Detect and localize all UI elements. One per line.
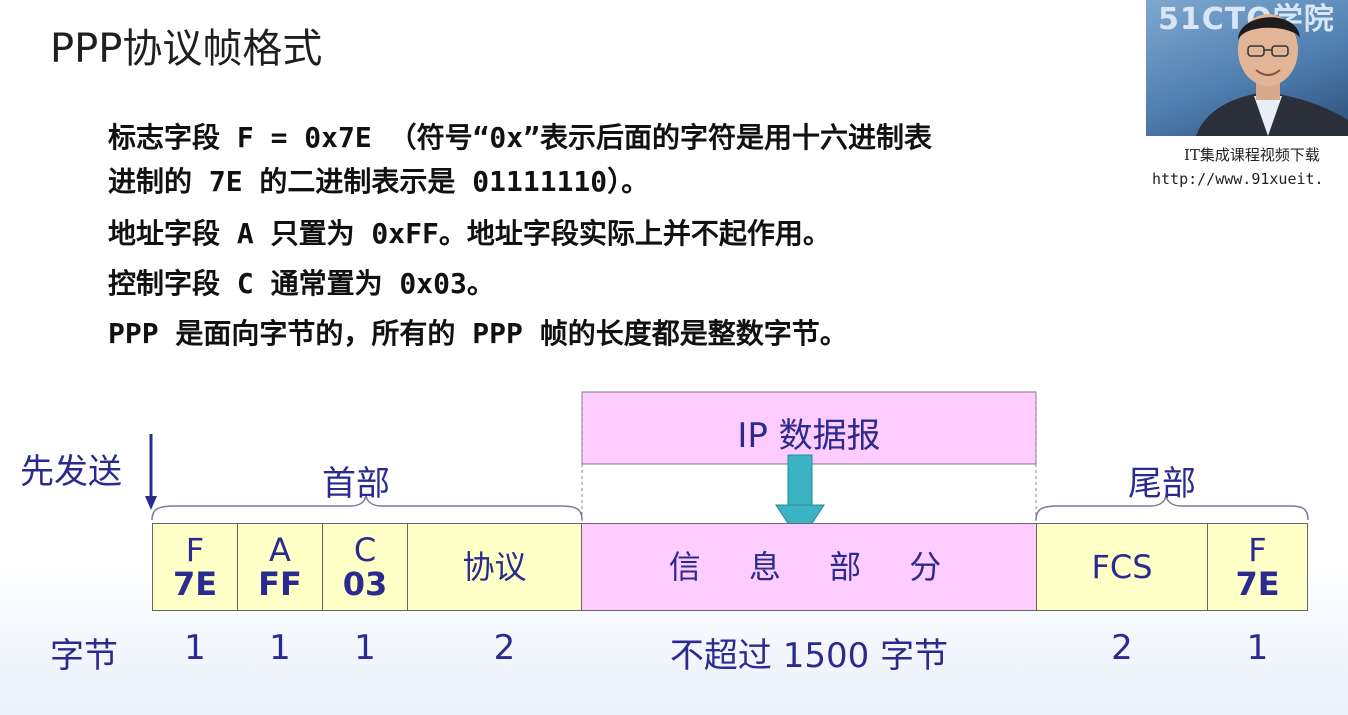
down-arrow-shaft	[787, 454, 813, 508]
field-name: 协议	[462, 548, 527, 586]
field-name: F	[185, 531, 205, 569]
header-brace	[151, 493, 583, 521]
field-fcs: FCS	[1036, 523, 1208, 611]
byte-count-information: 不超过 1500 字节	[669, 636, 949, 676]
bytes-row-label: 字节	[50, 636, 118, 676]
trailer-brace	[1035, 493, 1309, 521]
send-first-arrow-head	[145, 496, 157, 510]
presenter-image	[1196, 14, 1348, 136]
field-protocol: 协议	[407, 523, 582, 611]
byte-count-protocol: 2	[493, 628, 516, 668]
bullet-address-field: 地址字段 A 只置为 0xFF。地址字段实际上并不起作用。	[108, 217, 831, 250]
field-flag-end: F 7E	[1207, 523, 1308, 611]
send-first-label: 先发送	[20, 452, 122, 492]
byte-count-address: 1	[269, 628, 291, 668]
field-name: 信 息 部 分	[668, 548, 950, 586]
bullet-control-field: 控制字段 C 通常置为 0x03。	[108, 267, 495, 300]
field-flag-start: F 7E	[152, 523, 238, 611]
bullet-flag-field-line1: 标志字段 F = 0x7E （符号“0x”表示后面的字符是用十六进制表	[108, 121, 933, 154]
byte-count-fcs: 2	[1111, 628, 1133, 668]
field-name: A	[269, 531, 291, 569]
webcam-video: 51CTO学院	[1146, 0, 1348, 136]
field-name: F	[1248, 531, 1267, 569]
trailer-label: 尾部	[1128, 464, 1196, 504]
header-label: 首部	[322, 464, 390, 504]
field-value: FF	[258, 565, 302, 603]
bullet-byte-oriented: PPP 是面向字节的，所有的 PPP 帧的长度都是整数字节。	[108, 317, 848, 350]
byte-count-control: 1	[354, 628, 376, 668]
field-information: 信 息 部 分	[581, 523, 1037, 611]
field-value: 03	[342, 565, 388, 603]
field-control: C 03	[322, 523, 408, 611]
caption-line1: IT集成课程视频下载	[1184, 146, 1320, 164]
webcam-caption: IT集成课程视频下载 http://www.91xueit.	[1146, 138, 1348, 198]
field-name: C	[353, 531, 377, 569]
byte-count-flag-start: 1	[184, 628, 206, 668]
caption-url: http://www.91xueit.	[1152, 170, 1324, 188]
field-address: A FF	[237, 523, 323, 611]
field-value: 7E	[1235, 565, 1280, 603]
field-value: 7E	[172, 565, 218, 603]
field-name: FCS	[1091, 548, 1153, 586]
bullet-flag-field-line2: 进制的 7E 的二进制表示是 01111110）。	[108, 165, 650, 198]
byte-count-flag-end: 1	[1246, 628, 1269, 668]
page-title: PPP协议帧格式	[50, 26, 323, 72]
ip-datagram-label: IP 数据报	[737, 416, 881, 456]
